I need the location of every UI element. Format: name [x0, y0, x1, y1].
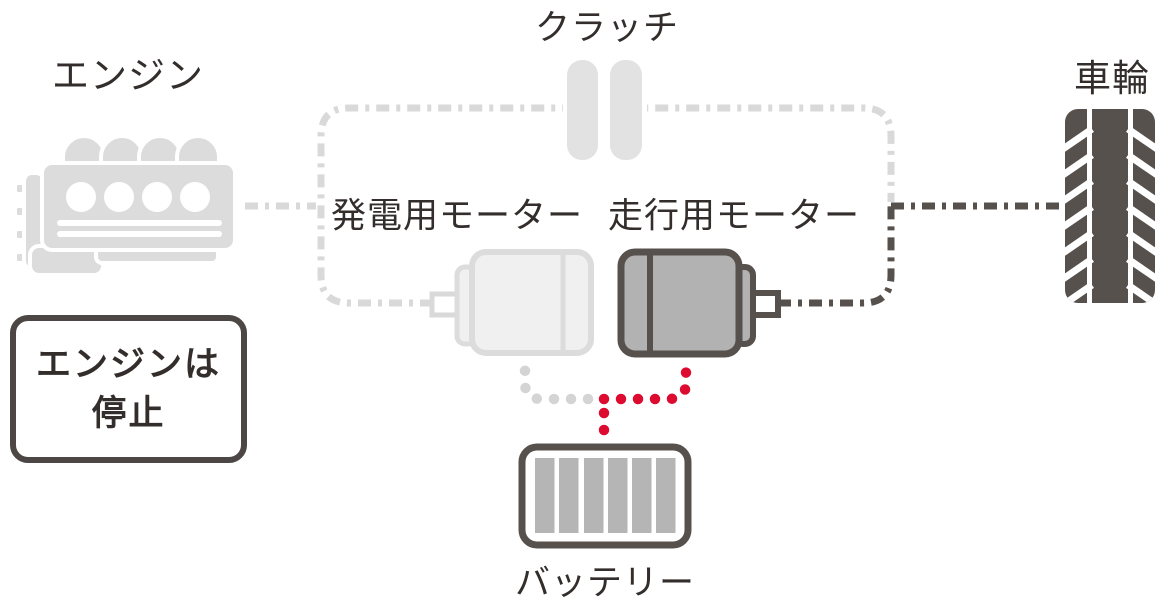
battery-label: バッテリー [514, 563, 696, 603]
engine-status-line1: エンジンは [35, 345, 221, 384]
drive-motor-to-wheel-line [778, 202, 1062, 307]
clutch-icon [563, 56, 647, 164]
engine-label: エンジン [52, 55, 204, 96]
drive-motor-label: 走行用モーター [607, 196, 861, 236]
drive-motor-icon [617, 248, 781, 358]
wheel-label: 車輪 [1074, 58, 1150, 99]
engine-status-box: エンジンは 停止 [10, 315, 247, 463]
engine-icon [13, 134, 237, 277]
battery-to-drive-motor-dots [598, 354, 692, 405]
generator-motor-label: 発電用モーター [330, 196, 584, 236]
generator-motor-icon [429, 249, 594, 356]
generator-to-battery-dots [519, 354, 594, 405]
clutch-label: クラッチ [534, 8, 680, 48]
engine-status-line2: 停止 [91, 394, 166, 433]
battery-icon [518, 443, 692, 549]
wheel-icon [1065, 109, 1155, 303]
mechanical-loop-line [317, 104, 895, 307]
